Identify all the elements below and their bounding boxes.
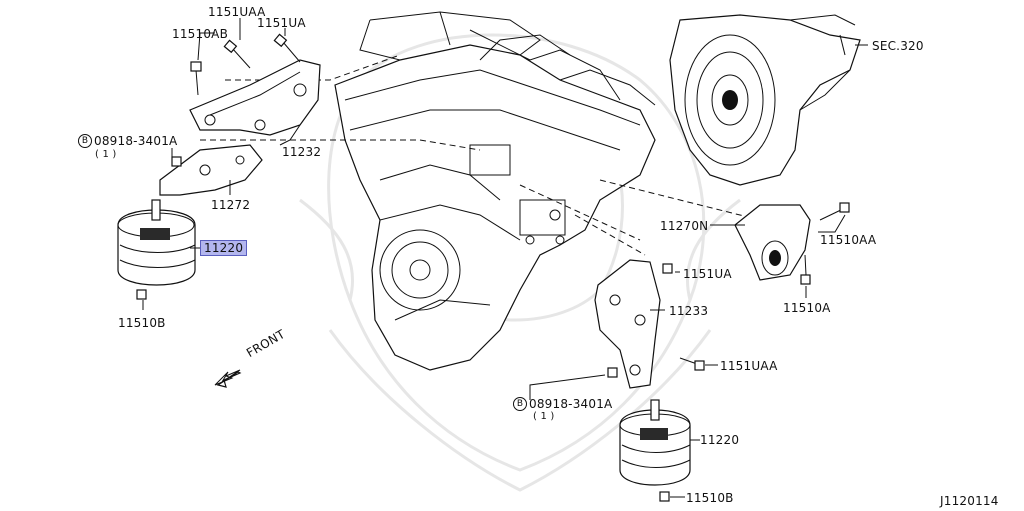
diagram-id: J1120114 bbox=[940, 494, 999, 508]
bolts bbox=[136, 33, 850, 502]
bracket-11272 bbox=[159, 144, 263, 196]
label-sec320: SEC.320 bbox=[872, 39, 924, 53]
label-11270n: 11270N bbox=[660, 219, 709, 233]
label-1151uaa-right: 1151UAA bbox=[720, 359, 778, 373]
circle-b-icon: B bbox=[78, 134, 92, 148]
label-11233: 11233 bbox=[669, 304, 709, 318]
label-11510b-left: 11510B bbox=[118, 316, 166, 330]
label-08918-top-qty: ( 1 ) bbox=[95, 149, 117, 160]
label-11510ab: 11510AB bbox=[172, 27, 229, 41]
label-11220-left-highlighted[interactable]: 11220 bbox=[200, 240, 248, 256]
label-08918-top-text: 08918-3401A bbox=[94, 134, 178, 148]
bracket-11233 bbox=[594, 259, 661, 389]
bracket-11232 bbox=[189, 59, 321, 136]
label-1151uaa-top: 1151UAA bbox=[208, 5, 266, 19]
label-11510aa: 11510AA bbox=[820, 233, 877, 247]
transmission-housing bbox=[669, 14, 861, 186]
front-arrow-icon bbox=[214, 369, 242, 388]
label-11272: 11272 bbox=[211, 198, 251, 212]
engine-mount-right bbox=[619, 399, 691, 486]
leader-lines bbox=[142, 18, 868, 498]
engine-block bbox=[334, 11, 656, 371]
label-1151ua-top: 1151UA bbox=[257, 16, 306, 30]
label-11510b-right: 11510B bbox=[686, 491, 734, 505]
engine-mount-left bbox=[117, 199, 196, 286]
circle-b-icon: B bbox=[513, 397, 527, 411]
transmission-mount bbox=[734, 204, 811, 281]
label-11220-right: 11220 bbox=[700, 433, 740, 447]
label-11232: 11232 bbox=[282, 145, 322, 159]
label-08918-bottom-text: 08918-3401A bbox=[529, 397, 613, 411]
label-08918-bottom-qty: ( 1 ) bbox=[533, 411, 555, 422]
label-1151ua-right: 1151UA bbox=[683, 267, 732, 281]
label-11510a: 11510A bbox=[783, 301, 831, 315]
